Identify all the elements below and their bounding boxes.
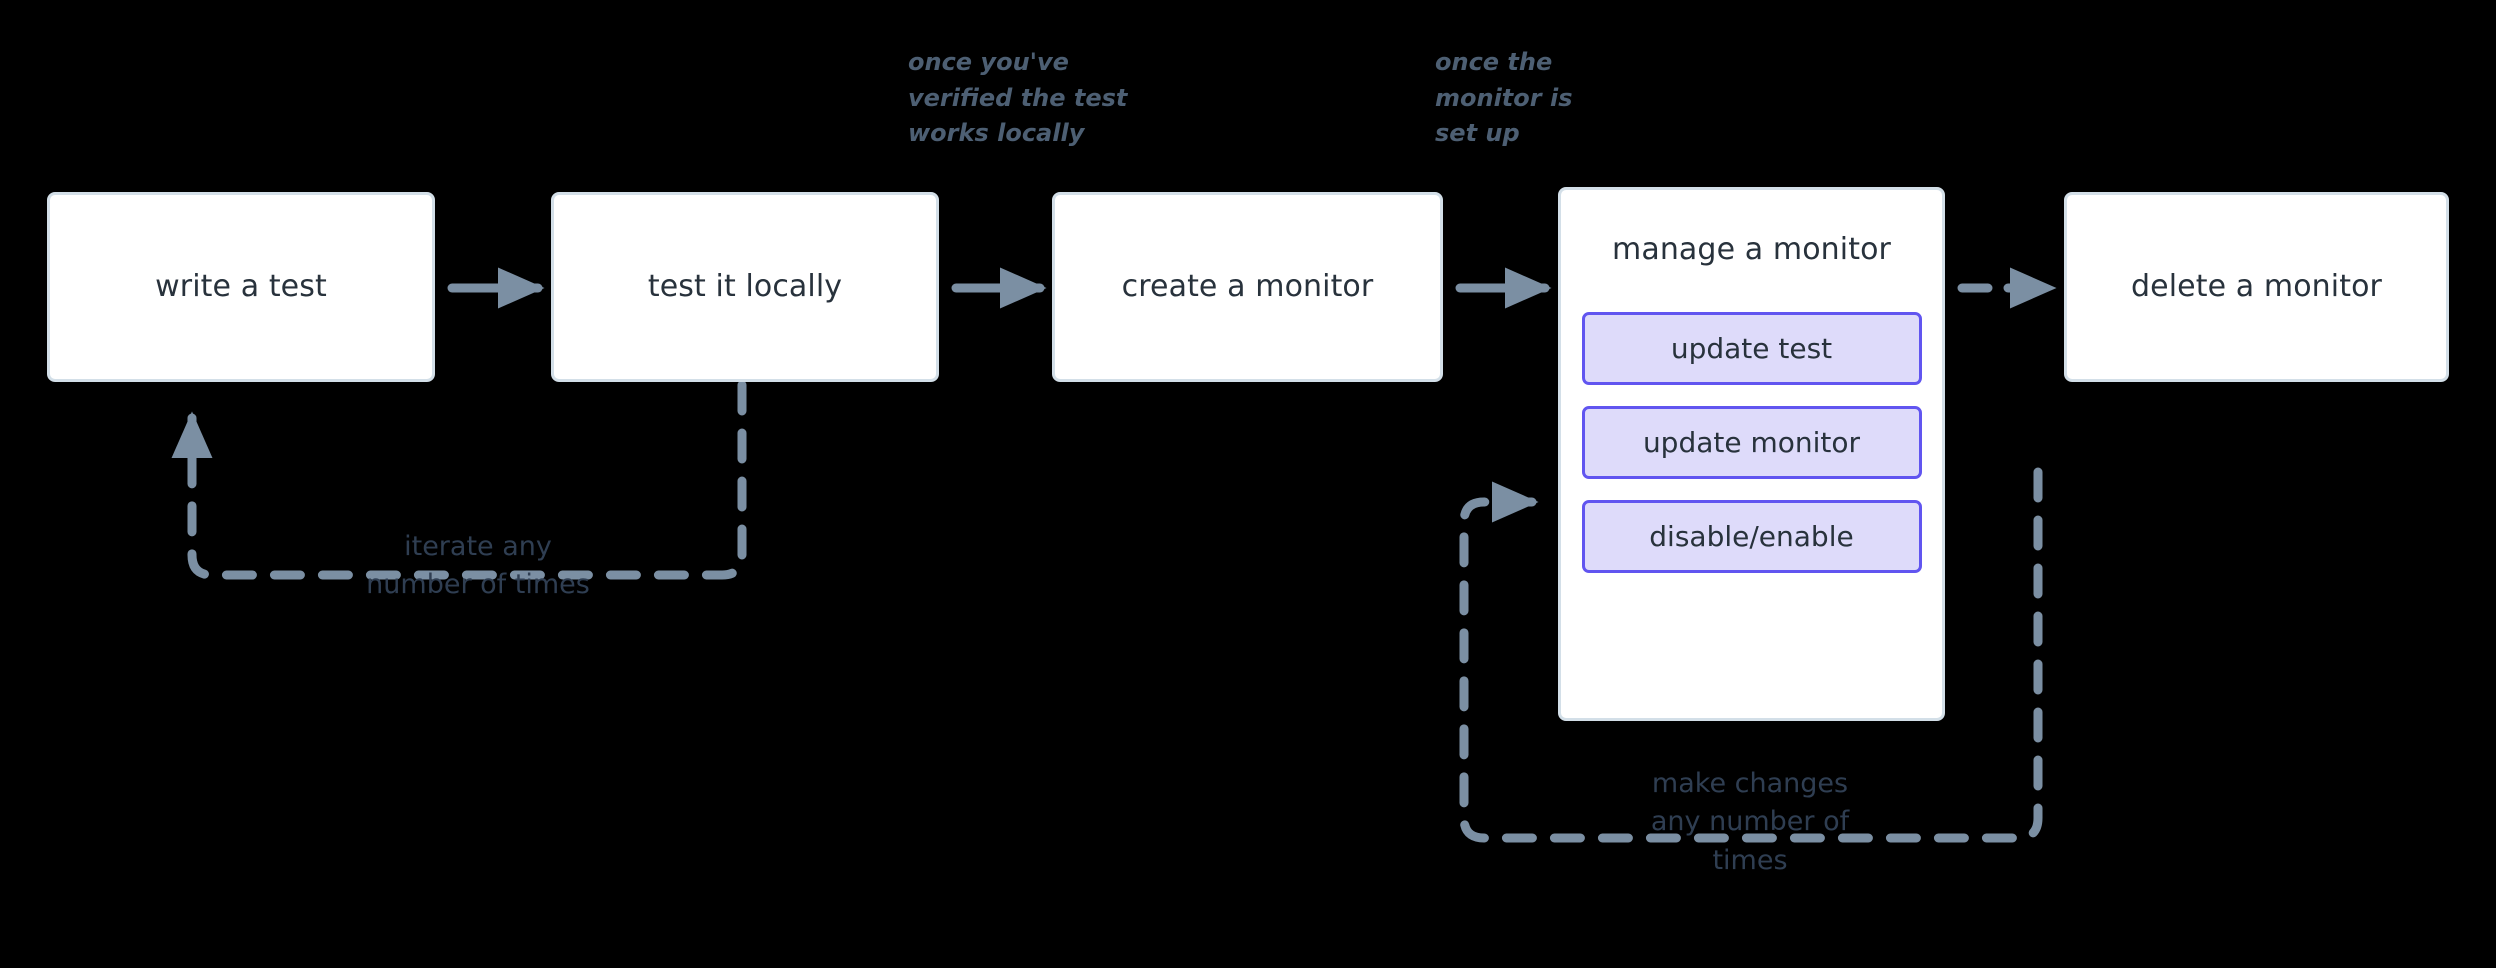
node-manage-a-monitor[interactable]: manage a monitor update test update moni… xyxy=(1558,187,1945,721)
node-test-it-locally[interactable]: test it locally xyxy=(551,192,939,382)
sub-node-label: disable/enable xyxy=(1649,520,1854,553)
annotation-monitor-setup: once the monitor is set up xyxy=(1435,48,1573,148)
loop-label-make-changes: make changes any number of times xyxy=(1650,768,1850,876)
sub-node-update-test[interactable]: update test xyxy=(1581,312,1922,385)
node-label: write a test xyxy=(155,269,327,304)
sub-node-label: update test xyxy=(1670,332,1833,365)
annotation-verified-test: once you've verified the test works loca… xyxy=(908,48,1128,148)
loop-label-iterate: iterate any number of times xyxy=(366,531,590,601)
sub-node-disable-enable[interactable]: disable/enable xyxy=(1581,500,1922,573)
node-write-a-test[interactable]: write a test xyxy=(47,192,435,382)
node-delete-a-monitor[interactable]: delete a monitor xyxy=(2064,192,2449,382)
node-label: delete a monitor xyxy=(2131,269,2382,304)
sub-node-label: update monitor xyxy=(1642,426,1861,459)
node-create-a-monitor[interactable]: create a monitor xyxy=(1052,192,1443,382)
node-label: manage a monitor xyxy=(1612,232,1891,267)
manage-actions-list: update test update monitor disable/enabl… xyxy=(1561,312,1942,573)
node-label: create a monitor xyxy=(1121,269,1374,304)
sub-node-update-monitor[interactable]: update monitor xyxy=(1581,406,1922,479)
node-label: test it locally xyxy=(647,269,843,304)
